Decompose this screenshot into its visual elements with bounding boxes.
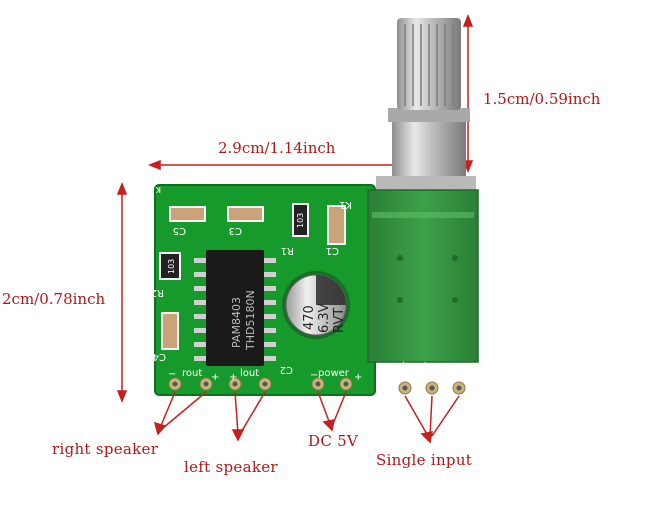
potentiometer-shaft [376,18,476,198]
ref-r1: R1 [281,245,294,256]
label-input: input [402,361,428,372]
ref-k: K [155,185,161,194]
right-speaker-label: right speaker [52,440,159,458]
resistor-r1-code: 103 [296,213,305,228]
height-dimension-label: 2cm/0.78inch [2,290,106,308]
ref-c4: C4 [153,351,166,362]
label-plus-rout: + [211,372,219,383]
potentiometer-body [367,189,479,363]
ref-k1: K1 [339,199,352,210]
ref-c3: C3 [229,225,242,236]
dc-5v-label: DC 5V [308,432,359,450]
smd-resistor-r2 [159,252,181,280]
label-plus-power: + [354,372,362,383]
left-speaker-label: left speaker [184,458,278,476]
callout-arrows [153,391,460,444]
width-dimension-label: 2.9cm/1.14inch [218,139,336,157]
shaft-dimension-label: 1.5cm/0.59inch [483,90,601,108]
smd-capacitor-c5 [169,206,206,222]
cap-marking-1: 470 [302,305,317,330]
ref-r2: R2 [151,287,164,298]
resistor-r2-code: 103 [167,259,176,274]
ref-c1: C1 [326,245,339,256]
label-rout: rout [182,368,202,379]
cap-marking-3: RVT [332,308,347,333]
electrolytic-capacitor [282,271,350,339]
label-plus-lout: + [229,372,237,383]
smd-resistor-r1 [292,203,309,237]
smd-capacitor-c4 [161,312,179,350]
ref-c2: C2 [280,364,293,375]
smd-capacitor-c3 [227,206,264,222]
label-power: power [318,368,350,379]
amplifier-chip [194,250,276,366]
label-pin-g: G [428,369,436,380]
label-minus-power: − [310,370,318,381]
label-minus-rout: − [168,369,176,380]
smd-capacitor-c1 [327,205,346,245]
ref-c5: C5 [173,225,186,236]
label-lout: lout [240,368,259,379]
cap-marking-2: 6.3V [317,303,332,333]
label-pin-r: R [455,369,462,380]
label-pin-l: L [399,369,405,380]
chip-marking-2: THD5180N [244,290,257,351]
single-input-label: Single input [376,451,473,469]
chip-marking-1: PAM8403 [230,297,243,348]
